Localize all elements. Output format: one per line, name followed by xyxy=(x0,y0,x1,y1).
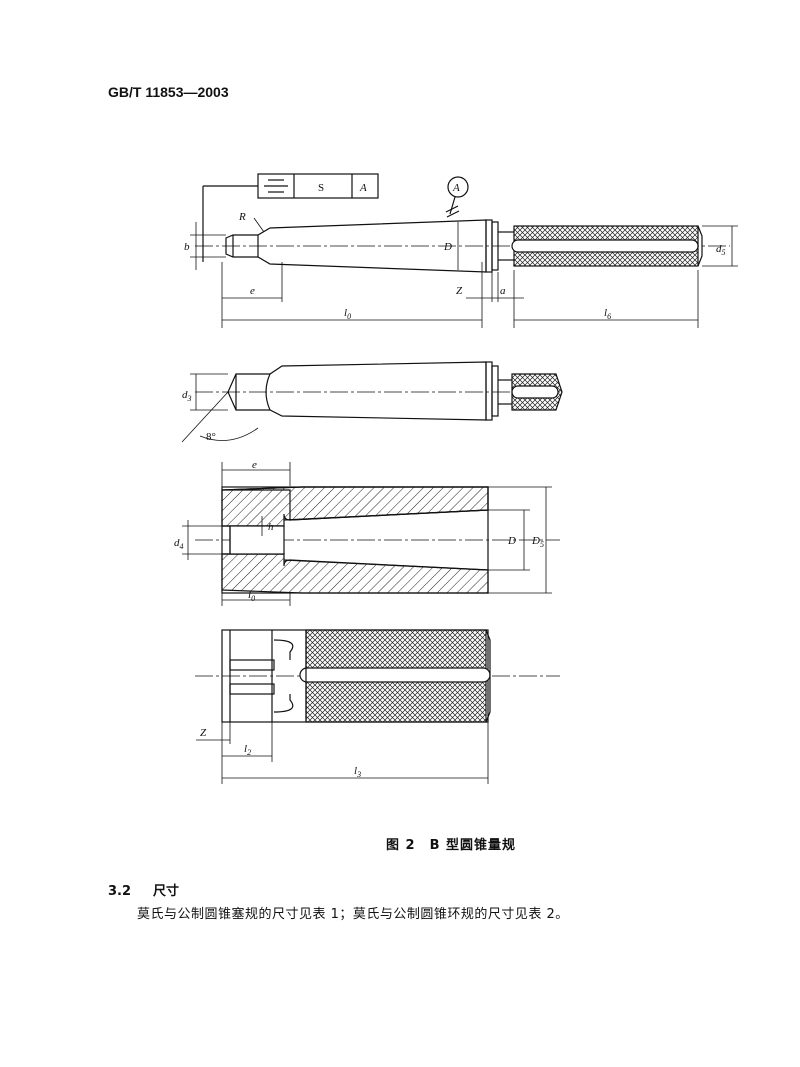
label-l3: l3 xyxy=(354,765,361,779)
label-D: D xyxy=(443,241,452,253)
label-l6: l6 xyxy=(604,307,611,321)
label-d3: d3 xyxy=(182,389,192,403)
feature-control-frame xyxy=(202,173,379,262)
standard-number: GB/T 11853—2003 xyxy=(108,84,229,100)
datum-label: A xyxy=(359,182,367,194)
plug-gauge-labels: S A A R b D d5 e Z a l0 l6 xyxy=(184,182,726,321)
plug-gauge-view xyxy=(190,173,738,328)
plug-gauge-flat-labels: d3 8° xyxy=(182,389,216,443)
label-l2: l2 xyxy=(244,743,251,757)
ring-gauge-section xyxy=(182,462,560,606)
label-a: a xyxy=(500,285,506,297)
section-paragraph: 莫氏与公制圆锥塞规的尺寸见表 1；莫氏与公制圆锥环规的尺寸见表 2。 xyxy=(137,907,569,922)
ring-gauge-section-labels: e h d4 D D5 l0 xyxy=(174,459,544,603)
label-D-ring: D xyxy=(507,535,516,547)
label-R: R xyxy=(238,211,246,223)
label-h: h xyxy=(268,521,274,533)
ring-gauge-exterior xyxy=(195,629,560,784)
label-d4: d4 xyxy=(174,537,184,551)
tolerance-value: S xyxy=(318,182,324,194)
label-l0: l0 xyxy=(344,307,351,321)
ring-gauge-exterior-labels: Z l2 l3 xyxy=(200,727,361,779)
datum-marker-label: A xyxy=(452,182,460,194)
label-D5: D5 xyxy=(531,535,544,549)
figure-caption: 图 2 B 型圆锥量规 xyxy=(386,838,517,853)
label-Z-ring: Z xyxy=(200,727,207,739)
section-number: 3.2 xyxy=(108,884,132,899)
label-l0-ring: l0 xyxy=(248,589,255,603)
label-Z: Z xyxy=(456,285,463,297)
label-d5: d5 xyxy=(716,243,726,257)
section-heading: 3.2 尺寸 xyxy=(108,880,179,899)
section-title: 尺寸 xyxy=(153,884,180,899)
label-e-ring: e xyxy=(252,459,257,471)
plug-gauge-flat-view xyxy=(181,361,563,443)
datum-marker xyxy=(447,176,469,198)
label-b: b xyxy=(184,241,190,253)
label-e: e xyxy=(250,285,255,297)
label-angle: 8° xyxy=(206,431,216,443)
